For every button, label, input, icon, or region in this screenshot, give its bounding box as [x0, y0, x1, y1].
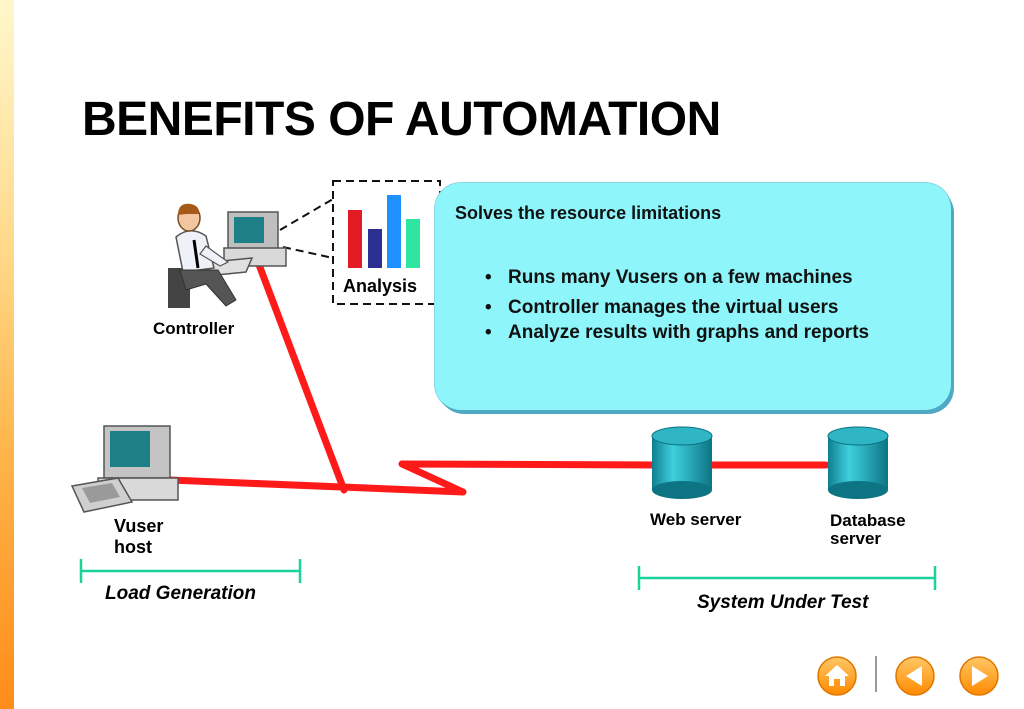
callout-bullet-list: Runs many Vusers on a few machines Contr… — [485, 265, 908, 345]
database-server-icon — [827, 426, 889, 499]
analysis-bar-chart-icon — [348, 195, 420, 268]
vuser-host-label-line2: host — [114, 537, 152, 557]
web-server-icon — [651, 426, 713, 499]
controller-label: Controller — [153, 319, 235, 338]
database-server-label-line1: Database — [830, 511, 906, 530]
vuser-host-computer-icon — [70, 425, 179, 513]
database-server-label-line2: server — [830, 529, 882, 548]
load-generation-label: Load Generation — [105, 583, 256, 604]
benefits-callout: Solves the resource limitations Runs man… — [435, 183, 951, 410]
vuser-host-label-line1: Vuser — [114, 516, 164, 536]
left-decorative-bar — [0, 0, 14, 709]
home-button[interactable] — [817, 656, 857, 696]
system-under-test-bracket — [637, 566, 937, 590]
analysis-bar — [348, 210, 362, 268]
network-link — [166, 258, 830, 496]
triangle-right-icon — [959, 656, 999, 696]
analysis-bar — [387, 195, 401, 268]
controller-workstation-icon — [168, 203, 287, 308]
system-under-test-label: System Under Test — [697, 592, 869, 613]
analysis-bar — [368, 229, 382, 268]
home-icon — [817, 656, 857, 696]
previous-slide-button[interactable] — [895, 656, 935, 696]
triangle-left-icon — [895, 656, 935, 696]
next-slide-button[interactable] — [959, 656, 999, 696]
analysis-bar — [406, 219, 420, 268]
callout-bullet: Analyze results with graphs and reports — [485, 320, 908, 345]
load-generation-bracket — [79, 559, 302, 583]
callout-bullet: Runs many Vusers on a few machines — [485, 265, 908, 290]
analysis-connector-upper — [279, 198, 334, 231]
slide-title: BENEFITS OF AUTOMATION — [82, 93, 721, 146]
callout-bullet: Controller manages the virtual users — [485, 295, 908, 320]
analysis-label: Analysis — [343, 276, 418, 296]
analysis-box — [332, 180, 441, 305]
analysis-connector-lower — [282, 246, 334, 259]
web-server-label: Web server — [650, 510, 742, 529]
callout-heading: Solves the resource limitations — [455, 203, 722, 223]
